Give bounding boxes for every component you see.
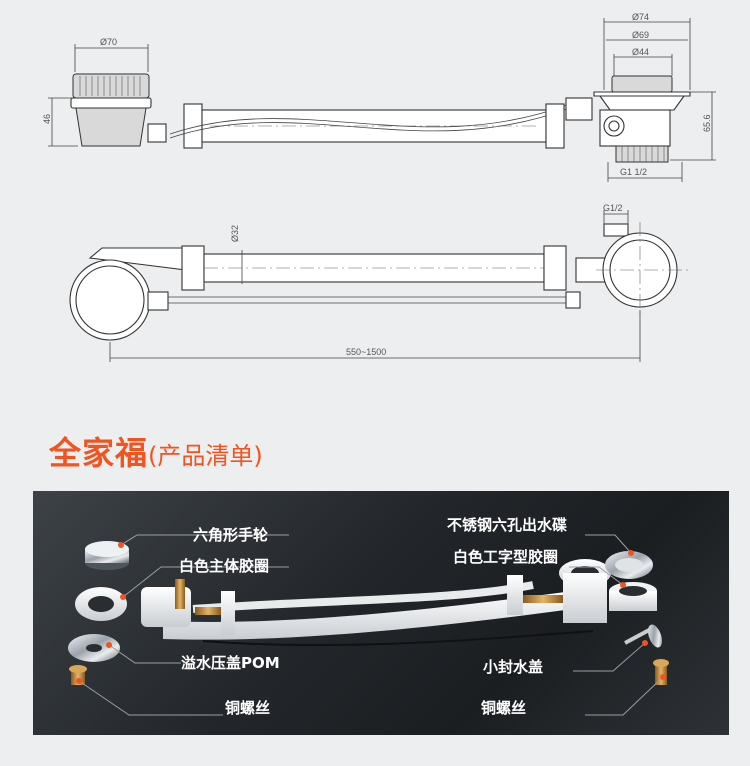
heading-main: 全家福 (49, 434, 149, 472)
dim-length: 550~1500 (346, 347, 386, 357)
small-seal-cap-image (624, 624, 662, 648)
label-small-seal-cap: 小封水盖 (483, 658, 544, 676)
dim-d44: Ø44 (632, 47, 649, 57)
section-heading: 全家福(产品清单) (49, 428, 263, 474)
dim-g112: G1 1/2 (620, 167, 647, 177)
dim-g12: G1/2 (603, 203, 623, 213)
stainless-drain-image (605, 551, 653, 579)
pipe-assembly-image (141, 559, 611, 647)
label-copper-screw-right: 铜螺丝 (481, 699, 527, 717)
dim-d74: Ø74 (632, 12, 649, 22)
leader-lines (78, 534, 664, 716)
heading-sub: (产品清单) (148, 442, 263, 470)
label-stainless-drain: 不锈钢六孔出水碟 (447, 516, 568, 534)
dim-d32: Ø32 (230, 225, 240, 242)
side-view: Ø70 46 (42, 12, 716, 182)
label-white-i-gasket: 白色工字型胶圈 (453, 548, 559, 566)
overflow-cover-image (68, 634, 120, 662)
white-i-gasket-image (609, 582, 657, 611)
label-hex-handwheel: 六角形手轮 (193, 526, 269, 544)
plan-view: Ø32 G1/2 550~1500 (69, 203, 690, 362)
dim-h46: 46 (42, 114, 52, 124)
technical-drawing: Ø70 46 (42, 12, 716, 362)
copper-screw-right-image (653, 659, 669, 685)
dim-h656: 65.6 (702, 114, 712, 132)
label-overflow-cover: 溢水压盖POM (181, 654, 280, 672)
label-white-gasket: 白色主体胶圈 (179, 557, 270, 575)
dim-d70: Ø70 (100, 37, 117, 47)
leader-dots (76, 542, 666, 684)
white-gasket-image (75, 587, 127, 621)
parts-illustration (68, 534, 669, 716)
hex-handwheel-image (85, 541, 129, 570)
dim-d69: Ø69 (632, 30, 649, 40)
product-panel: 六角形手轮 白色主体胶圈 溢水压盖POM 铜螺丝 不锈钢六孔出水碟 白色工字型胶… (33, 491, 729, 735)
label-copper-screw-left: 铜螺丝 (225, 699, 271, 717)
handwheel-shape (72, 73, 150, 99)
